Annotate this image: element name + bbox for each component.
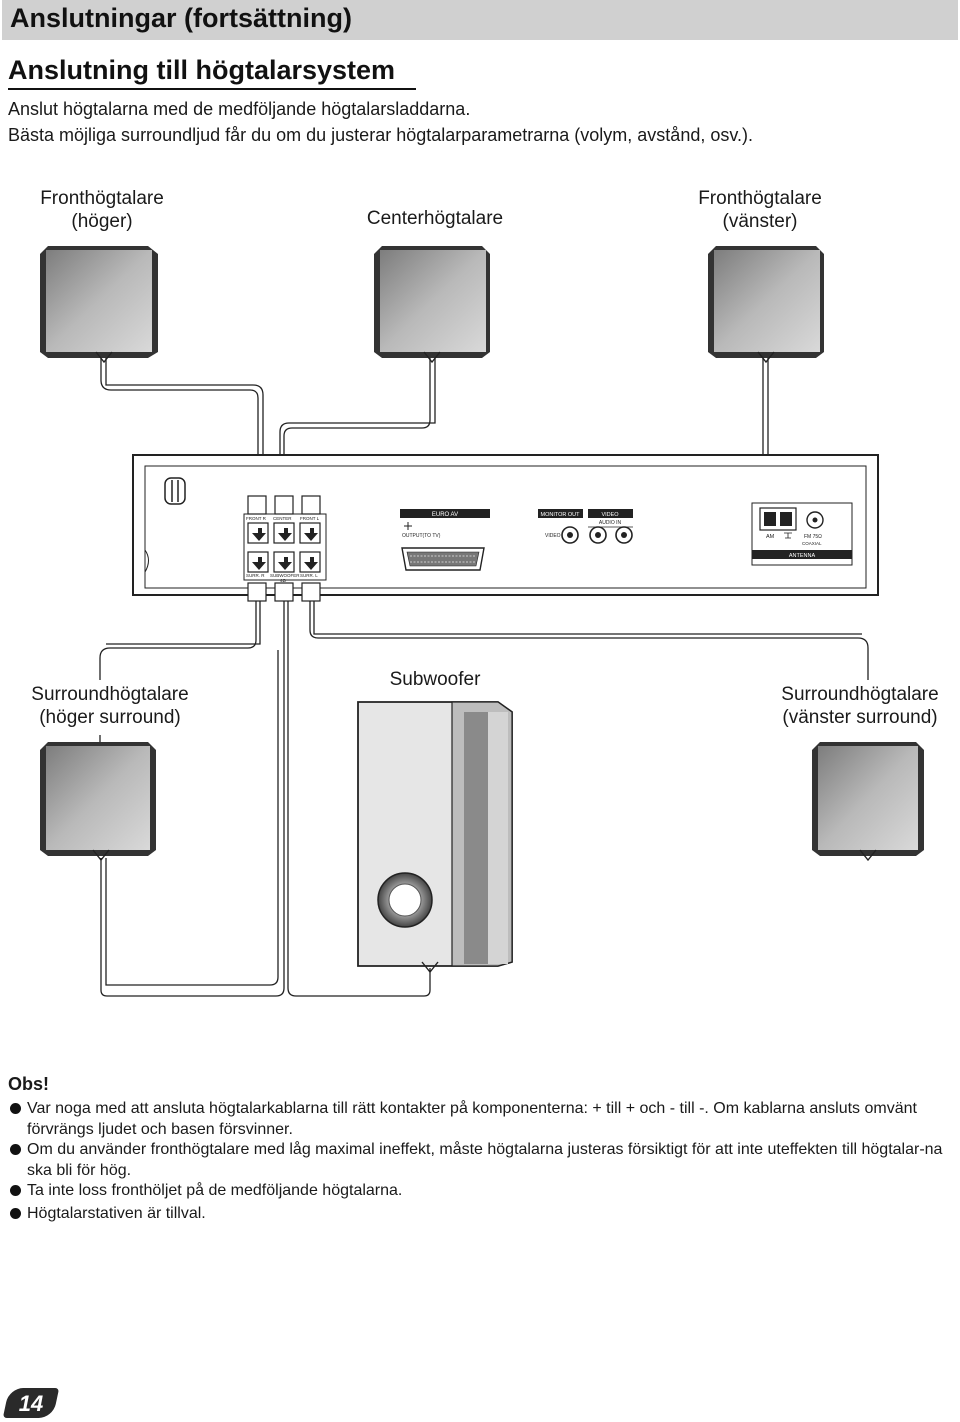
terminal-label-surr-r: SURR. R (246, 573, 265, 578)
speaker-front-left (708, 246, 824, 364)
label-center: Centerhögtalare (366, 208, 504, 229)
scart-icon (404, 522, 412, 530)
label-front-right-line1: Fronthögtalare (40, 188, 164, 209)
cable-front-right (100, 358, 259, 505)
cable-subwoofer-top (283, 600, 289, 650)
header-bar (2, 0, 958, 40)
antenna-label: ANTENNA (789, 553, 816, 559)
speaker-center (374, 246, 490, 364)
terminal-label-surr-l: SURR. L (300, 573, 318, 578)
audio-in-label: AUDIO IN (599, 520, 622, 526)
label-surround-right: Surroundhögtalare (höger surround) (20, 683, 200, 729)
label-front-right: Fronthögtalare (höger) (22, 187, 182, 233)
speaker-front-right (40, 246, 158, 364)
coaxial-label: COAXIAL (802, 541, 822, 546)
terminal-label-impedance: 4Ω (280, 578, 287, 583)
euro-av-label: EURO AV (432, 512, 458, 518)
terminal-label-front-l: FRONT L (300, 516, 320, 521)
ground-icon (784, 532, 792, 539)
label-subwoofer: Subwoofer (389, 669, 481, 690)
cable-surround-right-b (106, 600, 261, 645)
header-title: Anslutningar (fortsättning) (10, 3, 352, 33)
label-surround-right-line1: Surroundhögtalare (31, 684, 189, 705)
bullet-dot-icon (10, 1103, 21, 1114)
speaker-surround-right (40, 742, 156, 862)
note-bullet-4: Högtalarstativen är tillval. (8, 1203, 948, 1224)
note-bullet-2-text: Om du använder fronthögtalare med låg ma… (27, 1141, 943, 1179)
am-label: AM (766, 534, 775, 540)
av-jacks: MONITOR OUT VIDEO AUDIO IN VIDEO (538, 509, 633, 544)
note-bullet-2: Om du använder fronthögtalare med låg ma… (8, 1139, 948, 1181)
note-bullet-1: Var noga med att ansluta högtalarkablarn… (8, 1098, 948, 1140)
label-front-left: Fronthögtalare (vänster) (680, 187, 840, 233)
power-cord-icon (164, 477, 186, 505)
fm-label: FM 75Ω (804, 534, 822, 540)
subwoofer-unit (357, 701, 513, 974)
terminal-label-subwoofer: SUBWOOFER (270, 573, 300, 578)
note-bullet-4-text: Högtalarstativen är tillval. (27, 1205, 206, 1222)
cable-surround-right-bottom (100, 650, 285, 997)
section-underline (8, 88, 416, 90)
cable-surround-right-bottom-b (105, 650, 279, 986)
cable-front-right-b (105, 358, 264, 505)
label-front-left-line1: Fronthögtalare (698, 188, 822, 209)
antenna-connectors: AM FM 75Ω COAXIAL ANTENNA (751, 502, 853, 566)
note-bullet-3: Ta inte loss fronthöljet på de medföljan… (8, 1180, 948, 1201)
speaker-surround-left (812, 742, 924, 862)
speaker-terminal-block: FRONT R CENTER FRONT L SURR. R SUBWOOFER… (243, 495, 327, 602)
video-header-label: VIDEO (601, 512, 619, 518)
label-front-left-line2: (vänster) (722, 211, 798, 232)
video-jack-label: VIDEO (545, 533, 561, 539)
page-number: 14 (18, 1391, 44, 1416)
bullet-dot-icon (10, 1185, 21, 1196)
note-bullet-1-text: Var noga med att ansluta högtalarkablarn… (27, 1100, 917, 1138)
section-title: Anslutning till högtalarsystem (8, 55, 396, 85)
cable-surround-left-top (309, 600, 869, 680)
note-title: Obs! (8, 1074, 50, 1094)
terminal-label-front-r: FRONT R (246, 516, 267, 521)
intro-line-1: Anslut högtalarna med de medföljande hög… (8, 99, 471, 119)
bullet-dot-icon (10, 1144, 21, 1155)
note-bullet-3-text: Ta inte loss fronthöljet på de medföljan… (27, 1182, 403, 1199)
label-surround-left-line1: Surroundhögtalare (781, 684, 939, 705)
connection-diagram: FRONT R CENTER FRONT L SURR. R SUBWOOFER… (40, 246, 924, 997)
intro-line-2: Bästa möjliga surroundljud får du om du … (8, 125, 754, 145)
cable-surround-left-b (313, 600, 862, 635)
cable-surround-right-top (99, 600, 257, 745)
euro-av-connector: EURO AV OUTPUT(TO TV) (400, 509, 490, 571)
label-front-right-line2: (höger) (71, 211, 133, 232)
cable-center-b (279, 358, 436, 505)
label-surround-left: Surroundhögtalare (vänster surround) (770, 683, 950, 729)
label-surround-left-line2: (vänster surround) (782, 707, 938, 728)
cable-subwoofer-bottom (287, 650, 431, 997)
terminal-label-center: CENTER (273, 516, 292, 521)
receiver-rear-panel: FRONT R CENTER FRONT L SURR. R SUBWOOFER… (132, 454, 879, 602)
label-surround-right-line2: (höger surround) (39, 707, 181, 728)
monitor-out-label: MONITOR OUT (540, 512, 580, 518)
bullet-dot-icon (10, 1208, 21, 1219)
output-to-tv-label: OUTPUT(TO TV) (402, 533, 441, 539)
